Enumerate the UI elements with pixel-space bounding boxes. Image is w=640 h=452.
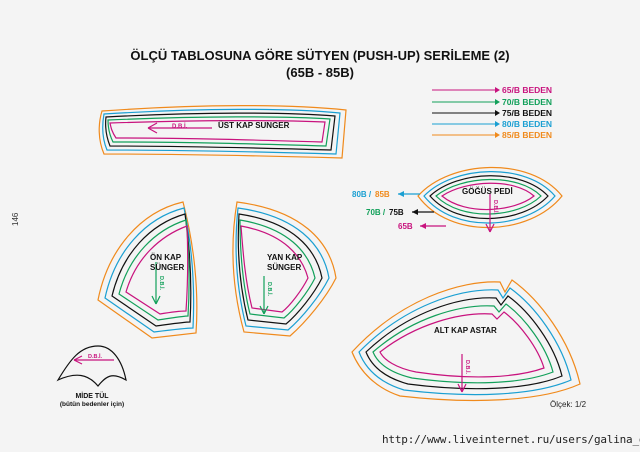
legend-arrowhead-75 <box>495 110 500 116</box>
gogus-callout-arrowhead-75 <box>412 209 418 215</box>
mide-tul-outline <box>56 345 127 387</box>
ust-kap-grain-arrowhead <box>147 122 158 134</box>
on-kap-grain-arrowhead <box>151 295 161 305</box>
watermark-url: http://www.liveinternet.ru/users/galina_… <box>382 433 640 446</box>
legend-arrowhead-65 <box>495 87 500 93</box>
legend-item-80: 80/B BEDEN <box>432 119 552 129</box>
legend-label-85: 85/B BEDEN <box>502 130 552 140</box>
gogus-outline-70 <box>435 178 542 215</box>
yan-kap-grain-arrowhead <box>259 305 269 315</box>
legend: 65/B BEDEN 70/B BEDEN 75/B BEDEN 80/B BE… <box>432 85 552 140</box>
scale-label: Ölçek: 1/2 <box>550 400 587 409</box>
legend-label-80: 80/B BEDEN <box>502 119 552 129</box>
legend-item-65: 65/B BEDEN <box>432 85 552 95</box>
alt-kap-piece <box>351 279 581 402</box>
mide-tul-dbi: D.B.İ. <box>88 353 103 360</box>
legend-label-65: 65/B BEDEN <box>502 85 552 95</box>
yan-kap-outline-65 <box>240 225 309 313</box>
gogus-grain-arrowhead <box>485 223 495 233</box>
gogus-outline-65 <box>440 182 535 211</box>
page-title: ÖLÇÜ TABLOSUNA GÖRE SÜTYEN (PUSH-UP) SER… <box>130 48 510 63</box>
on-kap-outline-85 <box>97 201 198 339</box>
page-subtitle: (65B - 85B) <box>286 65 354 80</box>
mide-tul-piece <box>56 345 127 387</box>
legend-item-75: 75/B BEDEN <box>432 108 552 118</box>
ust-kap-outline-70 <box>107 116 331 147</box>
gogus-dbi: D.B.İ. <box>492 200 499 215</box>
legend-item-70: 70/B BEDEN <box>432 97 552 107</box>
gogus-callout-arrowhead-65 <box>420 223 426 229</box>
on-kap-label-1: ÖN KAP <box>150 253 182 262</box>
alt-kap-label: ALT KAP ASTAR <box>434 326 497 335</box>
gogus-outline-85 <box>417 166 563 229</box>
on-kap-outline-65 <box>125 225 189 315</box>
on-kap-outline-80 <box>104 207 195 333</box>
yan-kap-label-2: SÜNGER <box>267 263 301 272</box>
yan-kap-outline-80 <box>235 207 330 331</box>
yan-kap-dbi: D.B.İ. <box>266 282 273 297</box>
on-kap-outline-75 <box>111 213 192 327</box>
yan-kap-piece <box>232 201 337 337</box>
gogus-size-75: 75B <box>389 208 404 217</box>
gogus-outline-75 <box>429 175 549 220</box>
gogus-size-70: 70B / <box>366 208 386 217</box>
gogus-callout-arrowhead-80 <box>398 191 404 197</box>
mide-tul-label: MİDE TÜL <box>75 391 109 400</box>
legend-arrowhead-85 <box>495 132 500 138</box>
legend-label-75: 75/B BEDEN <box>502 108 552 118</box>
alt-kap-grain-arrowhead <box>457 383 467 393</box>
ust-kap-piece <box>98 105 347 159</box>
on-kap-outline-70 <box>118 219 190 321</box>
alt-kap-outline-85 <box>351 279 581 402</box>
gogus-size-80: 80B / <box>352 190 372 199</box>
gogus-pedi-piece <box>398 166 563 233</box>
on-kap-label-2: SÜNGER <box>150 263 184 272</box>
legend-arrowhead-70 <box>495 99 500 105</box>
yan-kap-label-1: YAN KAP <box>267 253 303 262</box>
on-kap-piece <box>97 201 198 339</box>
legend-item-85: 85/B BEDEN <box>432 130 552 140</box>
legend-arrowhead-80 <box>495 121 500 127</box>
yan-kap-outline-85 <box>232 201 337 337</box>
gogus-size-85: 85B <box>375 190 390 199</box>
ust-kap-outline-65 <box>109 120 326 143</box>
gogus-outline-80 <box>423 171 556 224</box>
alt-kap-outline-75 <box>365 295 563 390</box>
ust-kap-label: ÜST KAP SUNGER <box>218 121 290 130</box>
alt-kap-dbi: D.B.İ. <box>464 360 471 375</box>
alt-kap-outline-65 <box>379 311 545 378</box>
ust-kap-outline-75 <box>105 112 336 151</box>
ust-kap-dbi: D.B.İ. <box>172 123 188 130</box>
mide-tul-note: (bütün bedenler için) <box>60 401 124 408</box>
ust-kap-outline-85 <box>98 105 347 159</box>
yan-kap-outline-75 <box>237 213 323 325</box>
gogus-label: GÖĞÜS PEDİ <box>462 187 513 196</box>
legend-label-70: 70/B BEDEN <box>502 97 552 107</box>
yan-kap-outline-70 <box>239 219 316 319</box>
ust-kap-outline-80 <box>102 108 341 155</box>
gogus-size-65: 65B <box>398 222 413 231</box>
mide-tul-grain-arrowhead <box>73 355 83 365</box>
on-kap-dbi: D.B.İ. <box>158 276 165 291</box>
alt-kap-outline-80 <box>358 287 572 396</box>
alt-kap-outline-70 <box>372 303 554 384</box>
